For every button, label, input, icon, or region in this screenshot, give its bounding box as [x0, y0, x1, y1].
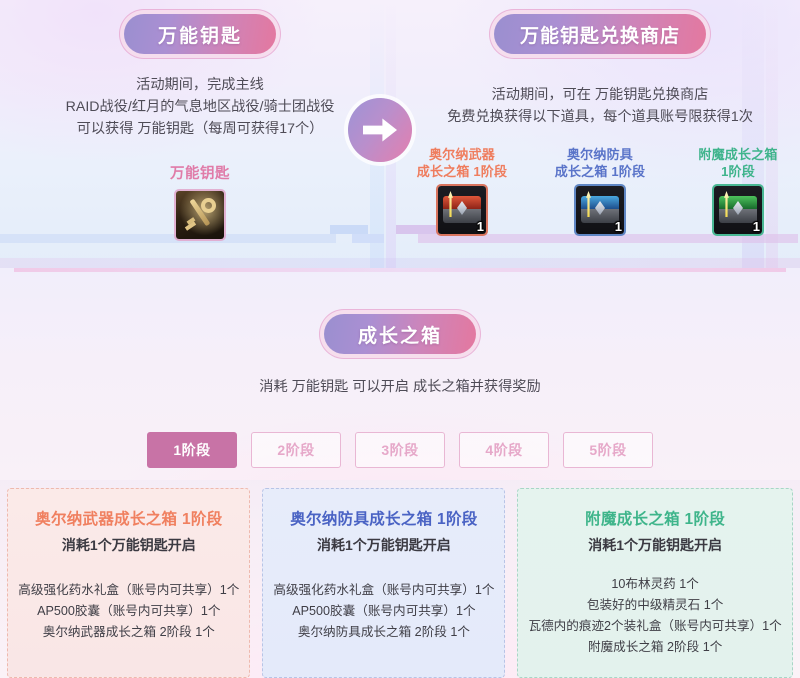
panel-notch-decoration	[352, 234, 384, 243]
universal-key-lead-line-1: 活动期间，完成主线	[136, 77, 264, 93]
exchange-item-name-line2: 1阶段	[721, 164, 755, 179]
chest-body-shape	[581, 209, 619, 223]
chest-body-shape	[719, 209, 757, 223]
chest-gem-shape	[733, 201, 743, 215]
stage-tab-3[interactable]: 3阶段	[355, 432, 445, 468]
exchange-item-name-line1: 奥尔纳武器	[428, 147, 495, 162]
reward-card-title: 附魔成长之箱 1阶段	[585, 511, 726, 528]
blue-chest-icon[interactable]: 1	[576, 186, 624, 234]
panel-notch-decoration	[330, 225, 368, 234]
stage-tab-4[interactable]: 4阶段	[459, 432, 549, 468]
reward-item: 瓦德内的痕迹2个装礼盒（账号内可共享）1个	[528, 619, 782, 633]
chest-gem-shape	[595, 201, 605, 215]
reward-card-cost: 消耗1个万能钥匙开启	[588, 537, 723, 553]
exchange-item-name-line1: 附魔成长之箱	[698, 147, 778, 162]
upgrade-arrow-icon	[586, 191, 591, 217]
universal-key-title: 万能钥匙	[123, 14, 276, 54]
chest-body-shape	[443, 209, 481, 223]
reward-item: 奥尔纳武器成长之箱 2阶段 1个	[42, 625, 215, 639]
reward-item: 高级强化药水礼盒（账号内可共享）1个	[18, 583, 240, 597]
arrow-right-glyph	[363, 118, 397, 142]
reward-card-armor: 奥尔纳防具成长之箱 1阶段 消耗1个万能钥匙开启 高级强化药水礼盒（账号内可共享…	[262, 488, 506, 678]
exchange-item-name-line1: 奥尔纳防具	[566, 147, 633, 162]
reward-card-title: 奥尔纳防具成长之箱 1阶段	[290, 511, 478, 528]
exchange-item-count: 1	[476, 219, 484, 234]
reward-card-title: 奥尔纳武器成长之箱 1阶段	[35, 511, 223, 528]
exchange-item[interactable]: 奥尔纳武器 成长之箱 1阶段 1	[410, 146, 514, 234]
stage-tab-5[interactable]: 5阶段	[563, 432, 653, 468]
exchange-item-name-line2: 成长之箱 1阶段	[416, 164, 508, 179]
exchange-shop-section: 万能钥匙兑换商店 活动期间，可在 万能钥匙兑换商店 免费兑换获得以下道具，每个道…	[400, 0, 800, 268]
reward-card-enchant: 附魔成长之箱 1阶段 消耗1个万能钥匙开启 10布林灵药 1个 包装好的中级精灵…	[517, 488, 793, 678]
exchange-item-count: 1	[752, 219, 760, 234]
arrow-right-icon	[348, 98, 412, 162]
reward-item: 10布林灵药 1个	[611, 577, 699, 591]
exchange-shop-title: 万能钥匙兑换商店	[493, 14, 706, 54]
reward-item-list: 高级强化药水礼盒（账号内可共享）1个 AP500胶囊（账号内可共享）1个 奥尔纳…	[273, 581, 494, 641]
exchange-shop-lead-line-2: 免费兑换获得以下道具，每个道具账号限获得1次	[447, 109, 753, 125]
reward-card-list: 奥尔纳武器成长之箱 1阶段 消耗1个万能钥匙开启 高级强化药水礼盒（账号内可共享…	[0, 488, 800, 678]
universal-key-lead-line-3: 可以获得 万能钥匙（每周可获得17个）	[76, 121, 324, 137]
reward-item: AP500胶囊（账号内可共享）1个	[292, 604, 476, 618]
universal-key-lead-line-2: RAID战役/红月的气息地区战役/骑士团战役	[65, 99, 335, 115]
exchange-item[interactable]: 奥尔纳防具 成长之箱 1阶段 1	[548, 146, 652, 234]
upgrade-arrow-icon	[448, 191, 453, 217]
chest-gem-shape	[457, 201, 467, 215]
panel-edge-decoration	[418, 234, 798, 243]
red-chest-icon[interactable]: 1	[438, 186, 486, 234]
stage-tab-2[interactable]: 2阶段	[251, 432, 341, 468]
growth-box-section: 成长之箱 消耗 万能钥匙 可以开启 成长之箱并获得奖励 1阶段 2阶段 3阶段 …	[0, 268, 800, 480]
growth-box-subtitle: 消耗 万能钥匙 可以开启 成长之箱并获得奖励	[259, 379, 541, 395]
reward-item-list: 高级强化药水礼盒（账号内可共享）1个 AP500胶囊（账号内可共享）1个 奥尔纳…	[18, 581, 239, 641]
panel-edge-decoration	[0, 234, 336, 243]
light-beam-decoration	[766, 0, 778, 268]
reward-item: 附魔成长之箱 2阶段 1个	[587, 640, 723, 654]
exchange-shop-lead-line-1: 活动期间，可在 万能钥匙兑换商店	[491, 87, 709, 103]
reward-card-cost: 消耗1个万能钥匙开启	[61, 537, 196, 553]
panel-notch-decoration	[396, 225, 440, 234]
reward-item: 高级强化药水礼盒（账号内可共享）1个	[273, 583, 495, 597]
reward-card-weapon: 奥尔纳武器成长之箱 1阶段 消耗1个万能钥匙开启 高级强化药水礼盒（账号内可共享…	[7, 488, 251, 678]
reward-item: AP500胶囊（账号内可共享）1个	[37, 604, 221, 618]
green-chest-icon[interactable]: 1	[714, 186, 762, 234]
key-icon[interactable]	[176, 191, 224, 239]
growth-box-title: 成长之箱	[323, 314, 476, 354]
universal-key-item-label: 万能钥匙	[170, 166, 230, 182]
stage-tabs: 1阶段 2阶段 3阶段 4阶段 5阶段	[147, 432, 653, 468]
reward-item-list: 10布林灵药 1个 包装好的中级精灵石 1个 瓦德内的痕迹2个装礼盒（账号内可共…	[528, 575, 781, 656]
key-bow-shape	[201, 198, 216, 213]
stage-tab-1[interactable]: 1阶段	[147, 432, 237, 468]
exchange-item[interactable]: 附魔成长之箱 1阶段 1	[686, 146, 790, 234]
upgrade-arrow-icon	[724, 191, 729, 217]
exchange-item-count: 1	[614, 219, 622, 234]
universal-key-section: 万能钥匙 活动期间，完成主线 RAID战役/红月的气息地区战役/骑士团战役 可以…	[0, 0, 400, 268]
reward-item: 奥尔纳防具成长之箱 2阶段 1个	[297, 625, 470, 639]
reward-item: 包装好的中级精灵石 1个	[586, 598, 724, 612]
exchange-item-name-line2: 成长之箱 1阶段	[554, 164, 646, 179]
reward-card-cost: 消耗1个万能钥匙开启	[317, 537, 451, 553]
exchange-item-list: 奥尔纳武器 成长之箱 1阶段 1 奥尔纳防具 成长之箱 1阶段	[410, 146, 790, 234]
top-panel: 万能钥匙 活动期间，完成主线 RAID战役/红月的气息地区战役/骑士团战役 可以…	[0, 0, 800, 268]
